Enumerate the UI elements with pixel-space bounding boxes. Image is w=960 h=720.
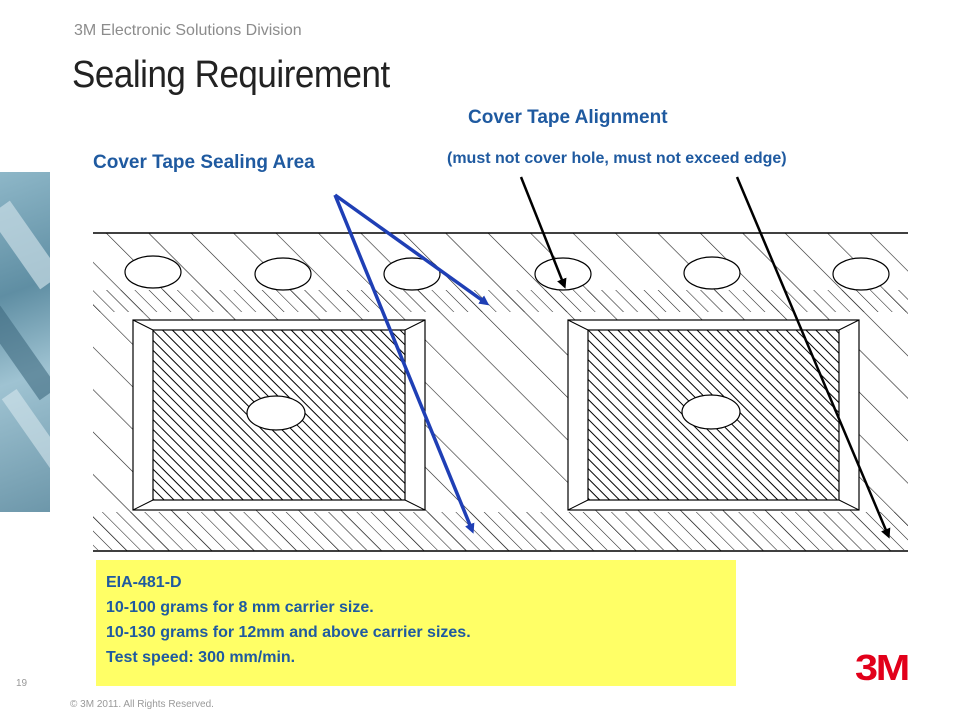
sprocket-hole	[124, 255, 182, 289]
spec-8mm: 10-100 grams for 8 mm carrier size.	[106, 599, 374, 616]
alignment-arrows	[519, 176, 891, 539]
sprocket-hole	[534, 257, 592, 291]
spec-callout: EIA-481-D 10-100 grams for 8 mm carrier …	[96, 560, 736, 686]
sealing-arrow-top	[333, 193, 490, 306]
pocket-hole	[681, 394, 741, 430]
sprocket-holes	[124, 255, 890, 291]
component-pocket-right	[567, 319, 860, 511]
label-alignment: Cover Tape Alignment	[468, 107, 668, 128]
division-name: 3M Electronic Solutions Division	[74, 22, 302, 39]
page-number: 19	[16, 678, 28, 689]
sealing-area-arrows	[333, 193, 490, 534]
spec-standard: EIA-481-D	[106, 574, 182, 591]
spec-test-speed: Test speed: 300 mm/min.	[106, 649, 296, 666]
component-pocket-left	[132, 319, 426, 511]
label-alignment-note: (must not cover hole, must not exceed ed…	[447, 150, 787, 167]
spec-12mm: 10-130 grams for 12mm and above carrier …	[106, 624, 471, 641]
sprocket-hole	[832, 257, 890, 291]
decorative-side-image	[0, 172, 50, 512]
pocket-hole	[246, 395, 306, 431]
sealing-arrow-bottom	[333, 194, 475, 534]
slide-title: Sealing Requirement	[72, 54, 390, 96]
sprocket-hole	[683, 256, 741, 290]
alignment-arrow-hole	[519, 176, 567, 289]
3m-logo: 3M	[855, 647, 910, 688]
sprocket-hole	[383, 257, 441, 291]
alignment-arrow-edge	[735, 176, 891, 539]
label-sealing-area: Cover Tape Sealing Area	[93, 152, 315, 173]
copyright: © 3M 2011. All Rights Reserved.	[70, 699, 214, 710]
sprocket-hole	[254, 257, 312, 291]
